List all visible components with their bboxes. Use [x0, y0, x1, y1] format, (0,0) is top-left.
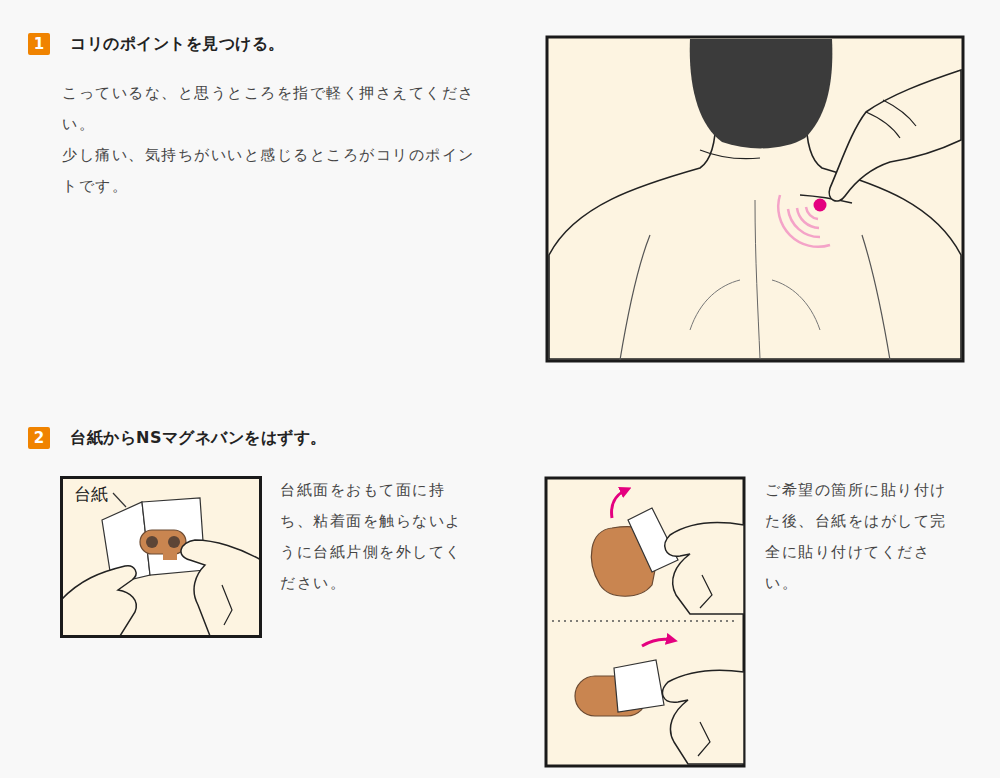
back-illustration — [547, 37, 963, 361]
step-heading: 台紙からNSマグネバンをはずす。 — [70, 427, 490, 449]
step-heading: コリのポイントを見つける。 — [70, 33, 490, 55]
illustration-frame: 台紙 — [60, 476, 262, 638]
peel-illustration — [61, 478, 261, 636]
instruction-text: 少し痛い、気持ちがいいと感じるところがコリのポイントです。 — [62, 140, 482, 202]
instruction-text: ご希望の箇所に貼り付けた後、台紙をはがして完全に貼り付けてください。 — [765, 475, 961, 599]
step-badge: 2 — [28, 427, 50, 449]
apply-illustration — [546, 478, 744, 766]
instruction-text: 台紙面をおもて面に持ち、粘着面を触らないように台紙片側を外してください。 — [280, 475, 476, 599]
step-number: 1 — [34, 35, 44, 53]
step-number: 2 — [34, 429, 44, 447]
part-label: 台紙 — [72, 483, 110, 506]
step-badge: 1 — [28, 33, 50, 55]
instruction-text: こっているな、と思うところを指で軽く押さえてください。 — [62, 78, 482, 140]
